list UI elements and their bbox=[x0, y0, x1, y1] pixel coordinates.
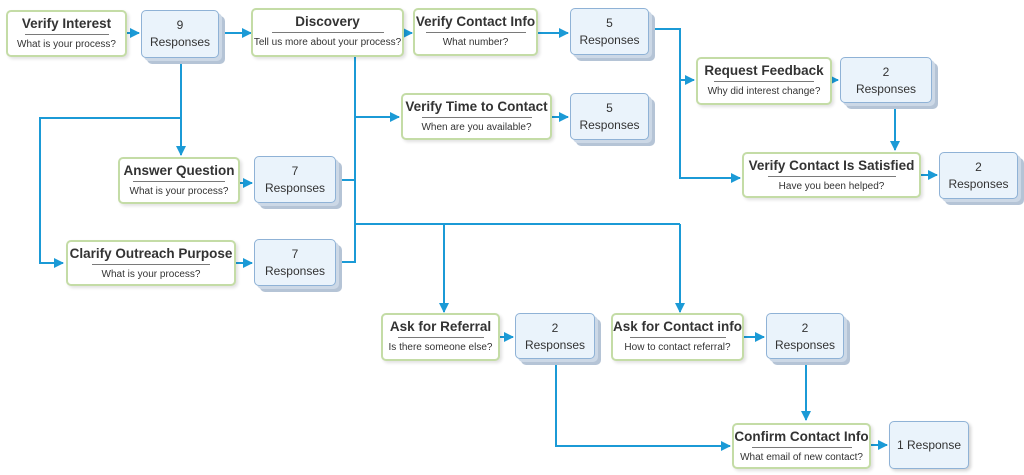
verify-time-to-contact-responses[interactable]: 5 Responses bbox=[570, 93, 649, 140]
node-subtitle: When are you available? bbox=[421, 122, 532, 133]
verify-contact-satisfied-responses[interactable]: 2 Responses bbox=[939, 152, 1018, 199]
response-count: 2 bbox=[801, 321, 809, 335]
node-subtitle: Is there someone else? bbox=[388, 342, 493, 353]
node-subtitle: What email of new contact? bbox=[740, 452, 863, 463]
ask-for-contact-info-node[interactable]: Ask for Contact info How to contact refe… bbox=[611, 313, 744, 361]
connector-contact-responses-to-feedback bbox=[652, 28, 695, 85]
node-title: Verify Interest bbox=[21, 16, 112, 31]
node-title: Confirm Contact Info bbox=[734, 429, 869, 444]
ask-for-referral-responses[interactable]: 2 Responses bbox=[515, 313, 595, 359]
divider bbox=[751, 447, 852, 448]
ask-for-contact-info-responses[interactable]: 2 Responses bbox=[766, 313, 844, 359]
node-subtitle: What is your process? bbox=[129, 186, 229, 197]
response-count: 5 bbox=[606, 16, 613, 30]
divider bbox=[133, 181, 225, 182]
node-title: Answer Question bbox=[123, 163, 235, 178]
node-subtitle: Have you been helped? bbox=[778, 181, 885, 192]
ask-for-referral-node[interactable]: Ask for Referral Is there someone else? bbox=[381, 313, 500, 361]
verify-contact-info-responses[interactable]: 5 Responses bbox=[570, 8, 649, 55]
response-label: Responses bbox=[264, 264, 326, 278]
response-label: Responses bbox=[948, 177, 1009, 191]
response-label: Responses bbox=[264, 181, 326, 195]
response-label: Responses bbox=[149, 35, 211, 49]
response-label: Responses bbox=[524, 338, 586, 352]
connector-clarify-responses-merge bbox=[339, 224, 356, 263]
node-subtitle: Tell us more about your process? bbox=[253, 37, 402, 48]
request-feedback-responses[interactable]: 2 Responses bbox=[840, 57, 932, 103]
divider bbox=[421, 117, 532, 118]
confirm-contact-info-responses[interactable]: 1 Response bbox=[889, 421, 969, 469]
node-title: Clarify Outreach Purpose bbox=[69, 246, 233, 261]
node-subtitle: What is your process? bbox=[17, 39, 116, 50]
node-subtitle: What number? bbox=[442, 37, 509, 48]
response-count: 9 bbox=[176, 18, 184, 32]
response-count: 2 bbox=[551, 321, 559, 335]
response-count: 7 bbox=[291, 164, 299, 178]
response-label: Responses bbox=[855, 82, 917, 96]
clarify-outreach-purpose-responses[interactable]: 7 Responses bbox=[254, 239, 336, 286]
node-title: Verify Contact Is Satisfied bbox=[748, 158, 915, 173]
connector-contact-responses-to-satisfied bbox=[679, 80, 741, 183]
response-label: Responses bbox=[774, 338, 836, 352]
response-label: Responses bbox=[579, 118, 640, 132]
divider bbox=[714, 81, 814, 82]
verify-interest-node[interactable]: Verify Interest What is your process? bbox=[6, 10, 127, 57]
answer-question-responses[interactable]: 7 Responses bbox=[254, 156, 336, 203]
node-subtitle: What is your process? bbox=[101, 269, 201, 280]
node-title: Ask for Referral bbox=[389, 319, 492, 334]
answer-question-node[interactable]: Answer Question What is your process? bbox=[118, 157, 240, 204]
node-subtitle: Why did interest change? bbox=[707, 86, 821, 97]
response-count: 2 bbox=[882, 65, 890, 79]
verify-interest-responses[interactable]: 9 Responses bbox=[141, 10, 219, 58]
response-label: Responses bbox=[579, 33, 640, 47]
divider bbox=[397, 337, 484, 338]
request-feedback-node[interactable]: Request Feedback Why did interest change… bbox=[696, 57, 832, 105]
clarify-outreach-purpose-node[interactable]: Clarify Outreach Purpose What is your pr… bbox=[66, 240, 236, 286]
divider bbox=[271, 32, 384, 33]
divider bbox=[629, 337, 726, 338]
response-count: 2 bbox=[975, 160, 982, 174]
node-title: Ask for Contact info bbox=[613, 319, 743, 334]
discovery-node[interactable]: Discovery Tell us more about your proces… bbox=[251, 8, 404, 57]
response-count: 5 bbox=[606, 101, 613, 115]
response-label: 1 Response bbox=[896, 438, 962, 452]
divider bbox=[425, 32, 526, 33]
divider bbox=[92, 264, 210, 265]
node-title: Verify Contact Info bbox=[415, 14, 536, 29]
connector-referral-responses-to-confirm bbox=[555, 360, 731, 451]
node-subtitle: How to contact referral? bbox=[624, 342, 731, 353]
node-title: Request Feedback bbox=[704, 63, 824, 78]
divider bbox=[24, 34, 109, 35]
node-title: Discovery bbox=[295, 14, 360, 29]
verify-time-to-contact-node[interactable]: Verify Time to Contact When are you avai… bbox=[401, 93, 552, 140]
verify-contact-info-node[interactable]: Verify Contact Info What number? bbox=[413, 8, 538, 56]
confirm-contact-info-node[interactable]: Confirm Contact Info What email of new c… bbox=[732, 423, 871, 469]
node-title: Verify Time to Contact bbox=[405, 99, 548, 114]
verify-contact-satisfied-node[interactable]: Verify Contact Is Satisfied Have you bee… bbox=[742, 152, 921, 198]
divider bbox=[767, 176, 896, 177]
connector-verify-responses-to-clarify bbox=[39, 98, 182, 268]
response-count: 7 bbox=[291, 247, 299, 261]
